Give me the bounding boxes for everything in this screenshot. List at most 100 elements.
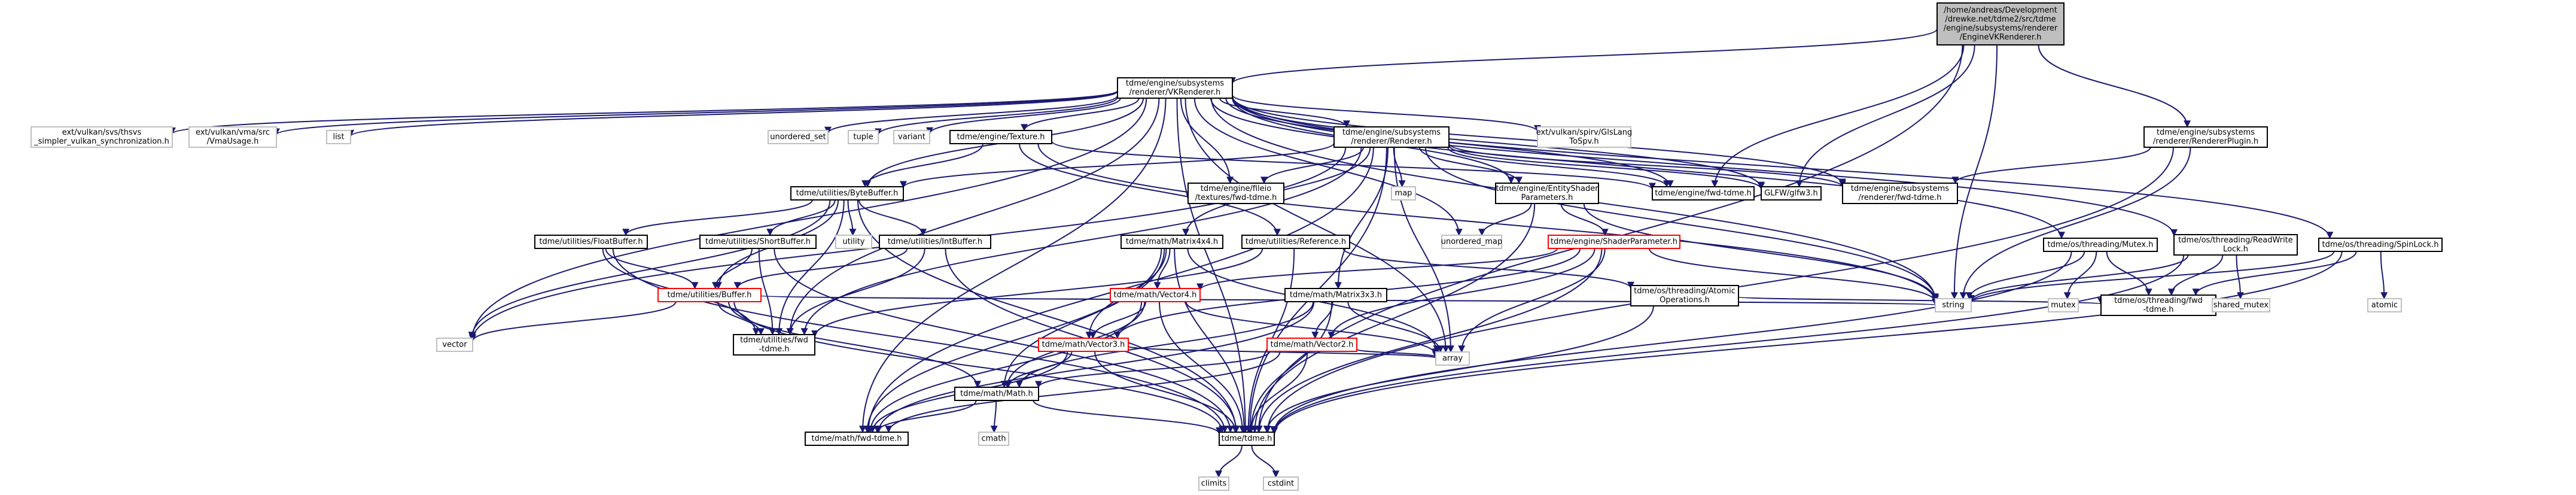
node-vk-sync: ext/vulkan/svs/thsvs_simpler_vulkan_sync… (31, 126, 173, 148)
node-label-line: /drewke.net/tdme2/src/tdme (1945, 15, 2056, 24)
node-vector4[interactable]: tdme/math/Vector4.h (1110, 288, 1201, 302)
node-tdme[interactable]: tdme/tdme.h (1219, 432, 1275, 446)
edge-mutex-to-tdme (1271, 251, 2072, 433)
node-label-line: array (1442, 354, 1463, 363)
node-label-line: tdme/engine/fileio (1201, 184, 1272, 193)
node-math[interactable]: tdme/math/Math.h (954, 387, 1039, 401)
edge-rplugin-to-renderer_fwd (1951, 147, 2151, 184)
node-label-line: /home/andreas/Development (1944, 6, 2057, 15)
node-label-line: tdme/tdme.h (1222, 435, 1272, 444)
node-renderer[interactable]: tdme/engine/subsystems/renderer/Renderer… (1333, 126, 1450, 148)
node-label-line: Operations.h (1660, 296, 1710, 305)
edge-texture-to-reference (1018, 143, 1281, 236)
node-label-line: ext/vulkan/vma/src (196, 128, 270, 137)
edge-entity_shader-to-tdme (1251, 203, 1536, 433)
edge-renderer-to-fileio_fwd (1260, 147, 1364, 184)
node-label-line: tdme/math/Vector3.h (1042, 341, 1125, 350)
edge-root-to-glfw (1795, 44, 1975, 188)
node-floatbuffer[interactable]: tdme/utilities/FloatBuffer.h (534, 235, 648, 249)
edge-entity_shader-to-shader_param (1560, 203, 1609, 236)
node-label-line: tdme/engine/subsystems (1126, 79, 1224, 88)
edge-matrix4-to-math_fwd (863, 248, 1162, 433)
edge-reference-to-util_fwd (811, 248, 1263, 338)
edge-texture-to-eng_fwd (1051, 140, 1656, 190)
node-label-line: atomic (2371, 301, 2398, 310)
node-spinlock[interactable]: tdme/os/threading/SpinLock.h (2318, 238, 2443, 252)
node-buffer[interactable]: tdme/utilities/Buffer.h (657, 288, 762, 302)
node-rplugin[interactable]: tdme/engine/subsystems/renderer/Renderer… (2143, 126, 2268, 148)
edge-matrix3-to-math (1015, 301, 1314, 388)
node-label-line: tdme/math/Vector2.h (1271, 341, 1354, 350)
node-label-line: /renderer/VKRenderer.h (1129, 88, 1221, 97)
node-matrix3[interactable]: tdme/math/Matrix3x3.h (1284, 288, 1387, 302)
edge-vkr-to-vma (273, 90, 1118, 136)
node-label-line: /VmaUsage.h (207, 137, 259, 146)
node-string: string (1935, 298, 1972, 312)
node-vector3[interactable]: tdme/math/Vector3.h (1038, 338, 1129, 352)
edge-vkr-to-variant (926, 98, 1121, 135)
edge-atomic_ops-to-threading_fwd (1738, 296, 2104, 305)
edge-vector4-to-tdme (1159, 301, 1246, 433)
node-label-line: vector (442, 341, 467, 350)
node-matrix4[interactable]: tdme/math/Matrix4x4.h (1120, 235, 1223, 249)
node-label-line: /renderer/RendererPlugin.h (2153, 137, 2258, 146)
node-reference[interactable]: tdme/utilities/Reference.h (1241, 235, 1350, 249)
edge-bytebuffer-to-shortbuffer (766, 199, 836, 236)
edge-vkr-to-vk_sync (169, 90, 1118, 135)
edge-vector2-to-array (1356, 348, 1439, 358)
node-label-line: tuple (853, 133, 873, 142)
node-fileio-fwd[interactable]: tdme/engine/fileio/textures/fwd-tdme.h (1187, 183, 1284, 204)
node-label-line: tdme/engine/subsystems (1342, 128, 1441, 137)
node-label-line: unordered_map (1441, 238, 1503, 247)
edge-matrix4-to-math (1000, 248, 1165, 388)
node-math-fwd[interactable]: tdme/math/fwd-tdme.h (805, 432, 909, 446)
edge-shader_param-to-array (1458, 248, 1606, 353)
node-root[interactable]: /home/andreas/Development/drewke.net/tdm… (1936, 2, 2065, 45)
node-eng-fwd[interactable]: tdme/engine/fwd-tdme.h (1652, 186, 1755, 201)
edge-vector4-to-array (1185, 301, 1439, 356)
node-label-line: /textures/fwd-tdme.h (1195, 193, 1277, 202)
edge-vkr-to-list (347, 90, 1118, 138)
edge-root-to-vkr (1229, 28, 1938, 84)
edge-renderer-to-array (1393, 147, 1454, 353)
node-label-line: tdme/utilities/fwd (740, 336, 808, 345)
edge-spinlock-to-threading_fwd (2192, 251, 2357, 296)
node-vector2[interactable]: tdme/math/Vector2.h (1266, 338, 1357, 352)
edge-math-to-cmath (990, 400, 998, 433)
node-label-line: mutex (2051, 301, 2076, 310)
node-label-line: unordered_set (770, 133, 826, 142)
edge-vector2-to-math (1035, 351, 1271, 388)
node-vma: ext/vulkan/vma/src/VmaUsage.h (188, 126, 277, 148)
node-label-line: tdme/os/threading/ReadWrite (2178, 236, 2293, 245)
edge-vector3-to-array (1128, 345, 1439, 359)
edge-vkr-to-glfw (1232, 98, 1765, 189)
node-intbuffer[interactable]: tdme/utilities/IntBuffer.h (879, 235, 991, 249)
edge-renderer-to-glfw (1448, 145, 1765, 190)
node-label-line: tdme/utilities/FloatBuffer.h (539, 238, 643, 247)
node-variant: variant (893, 130, 930, 144)
edge-bytebuffer-to-intbuffer (858, 199, 927, 236)
node-cstdint: cstdint (1263, 476, 1299, 491)
node-glfw[interactable]: GLFW/glfw3.h (1761, 186, 1822, 201)
node-mutex[interactable]: tdme/os/threading/Mutex.h (2043, 238, 2158, 252)
edge-vkr-to-fileio_fwd (1180, 98, 1234, 184)
node-vkr[interactable]: tdme/engine/subsystems/renderer/VKRender… (1117, 77, 1233, 99)
node-threading-fwd[interactable]: tdme/os/threading/fwd-tdme.h (2100, 294, 2216, 316)
node-shortbuffer[interactable]: tdme/utilities/ShortBuffer.h (699, 235, 817, 249)
node-util-fwd[interactable]: tdme/utilities/fwd-tdme.h (733, 334, 815, 356)
node-bytebuffer[interactable]: tdme/utilities/ByteBuffer.h (790, 186, 904, 201)
edge-renderer-to-renderer_fwd (1448, 143, 1846, 188)
edge-floatbuffer-to-tdme (612, 248, 1229, 433)
edge-intbuffer-to-util_fwd (786, 248, 925, 336)
node-renderer-fwd[interactable]: tdme/engine/subsystems/renderer/fwd-tdme… (1842, 183, 1958, 204)
node-shader-param[interactable]: tdme/engine/ShaderParameter.h (1548, 235, 1680, 249)
edge-root-to-rplugin (2038, 44, 2191, 128)
edge-matrix4-to-vector4 (1153, 248, 1171, 290)
node-label-line: cstdint (1268, 479, 1294, 488)
edge-vkr-to-spinlock (1232, 95, 2334, 239)
node-texture[interactable]: tdme/engine/Texture.h (949, 130, 1052, 144)
